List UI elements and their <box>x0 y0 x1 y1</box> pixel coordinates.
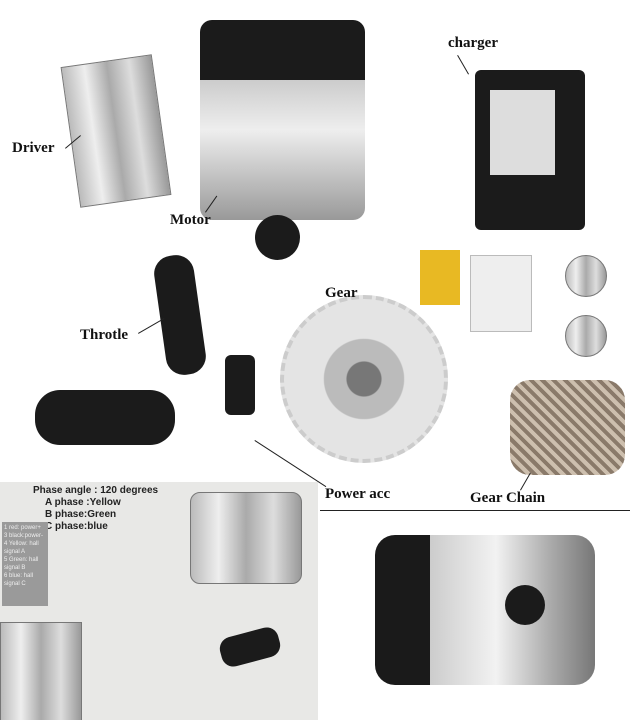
motor-sprocket <box>255 215 300 260</box>
legend-item: 6 blue: hall signal C <box>4 573 34 587</box>
motor <box>200 20 365 220</box>
throttle-grip-2 <box>35 390 175 445</box>
circuit-breaker <box>470 255 532 332</box>
divider-line <box>320 510 630 511</box>
legend-item: 4 Yellow: hall signal A <box>4 541 39 555</box>
wiring-diagram-photo <box>0 482 318 720</box>
driver-controller <box>60 54 172 208</box>
motor-photo-sprocket <box>505 585 545 625</box>
pointer-line <box>520 472 531 491</box>
legend-item: 1 red: power+ <box>4 525 41 531</box>
throttle-grip <box>151 252 209 378</box>
a-phase: A phase :Yellow <box>45 497 121 508</box>
gear-sprocket <box>280 295 448 463</box>
label-driver: Driver <box>12 140 55 156</box>
bearing-ring-2 <box>565 315 607 357</box>
b-phase: B phase:Green <box>45 509 117 520</box>
diagram-controller <box>0 622 82 720</box>
pointer-line <box>457 55 469 75</box>
charger-label-sticker <box>490 90 555 175</box>
legend-item: 5 Green: hall signal B <box>4 557 39 571</box>
motor-photo <box>375 535 595 685</box>
diagram-throttle <box>217 624 283 670</box>
gear-chain <box>510 380 625 475</box>
c-phase: C phase:blue <box>45 521 108 532</box>
legend-item: 3 black:power- <box>4 533 44 539</box>
label-gear: Gear <box>325 285 358 301</box>
label-power-acc: Power acc <box>325 486 391 502</box>
label-gear-chain: Gear Chain <box>470 490 546 506</box>
key-lock <box>225 355 255 415</box>
label-motor: Motor <box>170 212 211 228</box>
label-charger: charger <box>448 35 498 51</box>
hall-legend: 1 red: power+ 3 black:power- 4 Yellow: h… <box>2 522 48 606</box>
switch-box <box>420 250 460 305</box>
diagram-motor <box>190 492 302 584</box>
label-throttle: Throtle <box>80 327 129 343</box>
phase-angle: Phase angle : 120 degrees <box>33 485 159 496</box>
bearing-ring-1 <box>565 255 607 297</box>
